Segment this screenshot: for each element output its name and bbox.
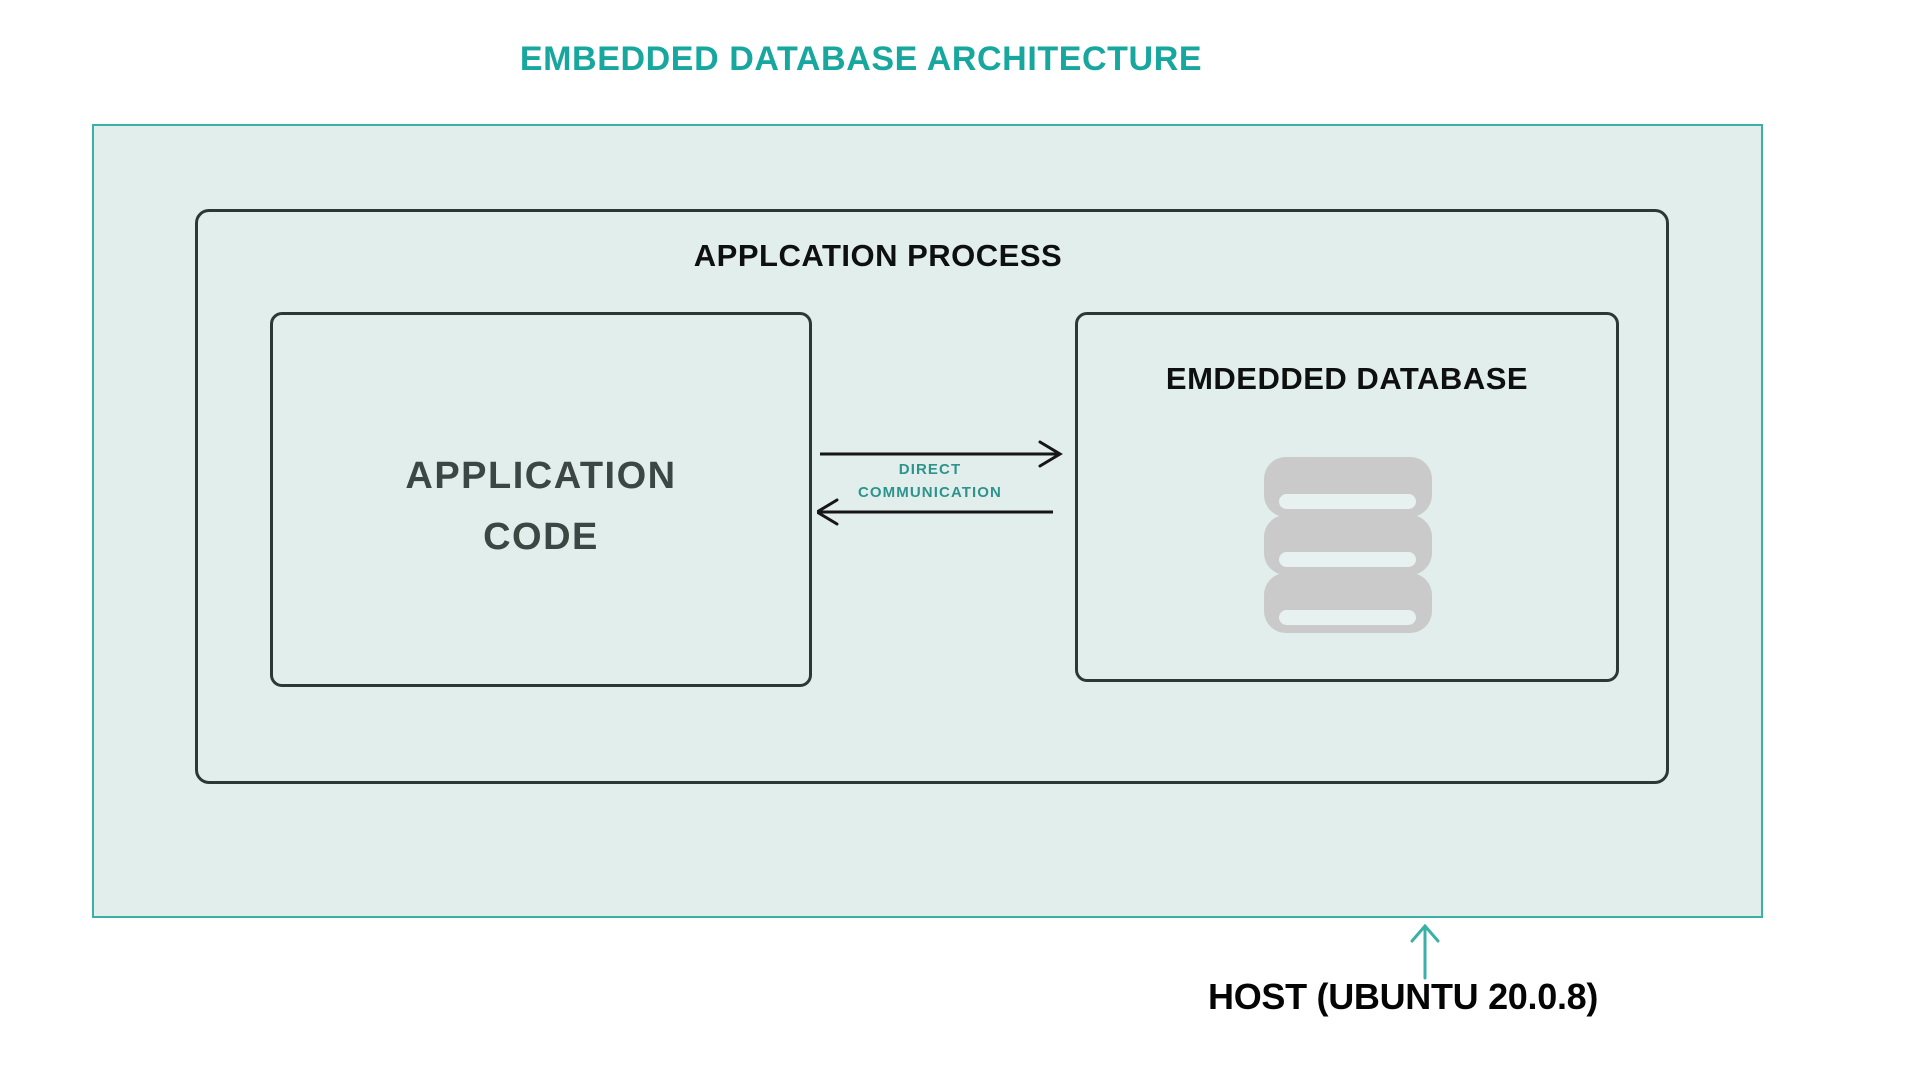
arrow-up-icon (1410, 924, 1440, 980)
application-code-box: APPLICATION CODE (270, 312, 812, 687)
embedded-database-box: EMDEDDED DATABASE (1075, 312, 1619, 682)
application-code-label-line2: CODE (483, 515, 599, 558)
arrow-left-icon (817, 498, 1053, 526)
embedded-database-label: EMDEDDED DATABASE (1165, 361, 1529, 396)
arrow-right-icon (820, 440, 1063, 468)
host-label: HOST (UBUNTU 20.0.8) (1208, 976, 1599, 1017)
diagram-title: EMBEDDED DATABASE ARCHITECTURE (519, 40, 1203, 78)
application-code-label: APPLICATION CODE (405, 432, 676, 568)
database-stack-icon (1264, 457, 1432, 633)
direct-communication-label-line2: COMMUNICATION (857, 484, 1002, 501)
application-process-label: APPLCATION PROCESS (693, 238, 1063, 273)
application-process-box: APPLCATION PROCESS APPLICATION CODE EMDE… (195, 209, 1669, 784)
direct-communication-label-line1: DIRECT (898, 461, 962, 478)
application-code-label-line1: APPLICATION (405, 454, 677, 497)
host-container-box: APPLCATION PROCESS APPLICATION CODE EMDE… (92, 124, 1763, 918)
direct-communication-label: DIRECT COMMUNICATION (780, 458, 1080, 504)
